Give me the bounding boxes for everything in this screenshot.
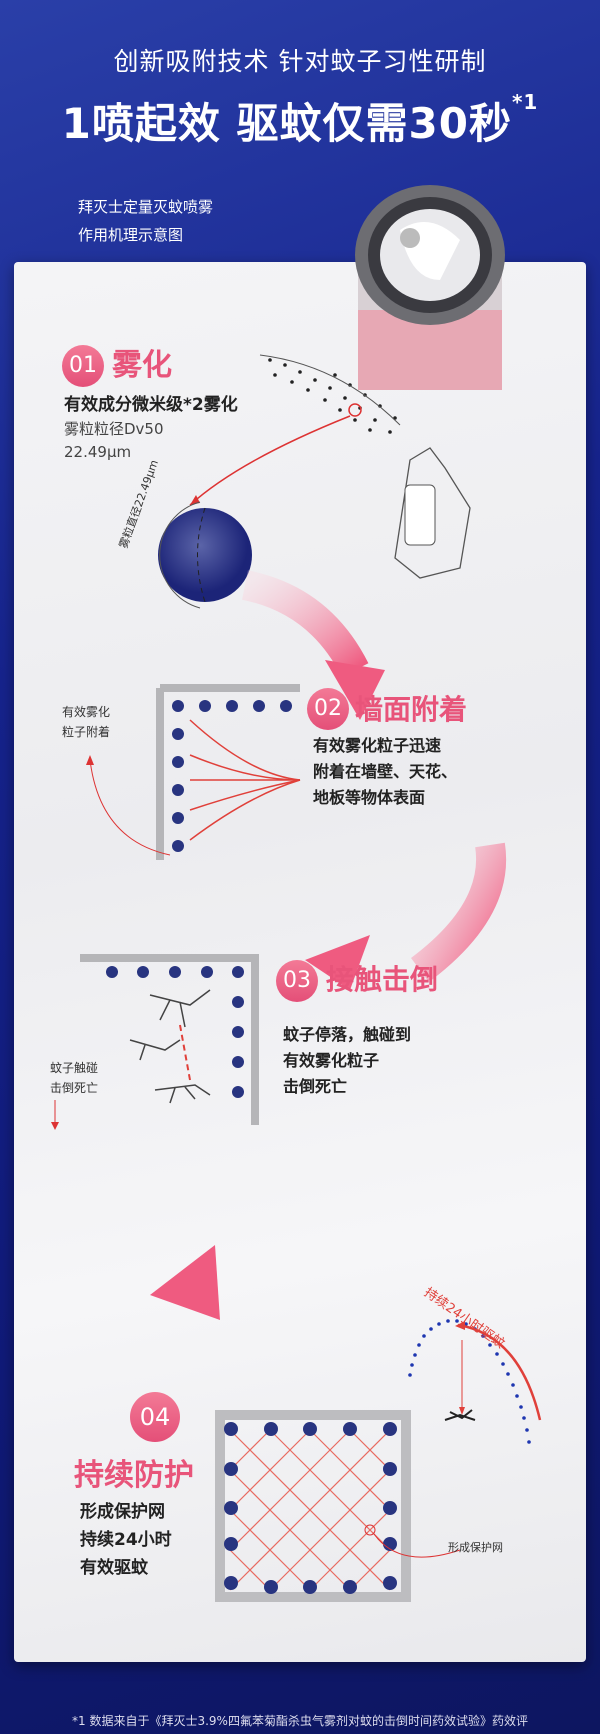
step-01-badge: 01 — [62, 345, 104, 387]
footnote-marker: *1 — [511, 90, 539, 114]
step-01-detail1: 雾粒粒径Dv50 — [64, 420, 164, 438]
step-03-title: 接触击倒 — [326, 963, 439, 996]
net-label: 形成保护网 — [448, 1541, 503, 1554]
step-02-title: 墙面附着 — [355, 693, 468, 726]
wall-attach-illustration — [86, 684, 507, 980]
spray-can-image — [355, 185, 505, 390]
main-headline-text: 1喷起效 驱蚊仅需30秒 — [61, 99, 512, 148]
label-line: 击倒死亡 — [50, 1081, 99, 1095]
label-line: 蚊子触碰 — [50, 1061, 99, 1075]
step-02-badge: 02 — [307, 688, 349, 730]
step-01-title: 雾化 — [112, 348, 172, 383]
desc-line: 蚊子停落，触碰到 — [283, 1025, 412, 1044]
knockdown-illustration — [51, 954, 259, 1130]
particle-sphere — [158, 508, 252, 602]
subtitle-line2: 作用机理示意图 — [78, 226, 184, 244]
step-04-badge: 04 — [130, 1392, 180, 1442]
protection-net-illustration — [215, 1319, 542, 1602]
subtitle-line1: 拜灭士定量灭蚊喷雾 — [78, 198, 214, 216]
step-01-detail2: 22.49μm — [64, 443, 132, 461]
step-04-desc: 形成保护网持续24小时有效驱蚊 — [80, 1498, 172, 1582]
step-03-side-label: 蚊子触碰击倒死亡 — [50, 1058, 98, 1098]
desc-line: 击倒死亡 — [283, 1077, 348, 1096]
headline: 创新吸附技术 针对蚊子习性研制 — [113, 47, 487, 76]
label-line: 粒子附着 — [62, 725, 111, 739]
desc-line: 有效驱蚊 — [80, 1558, 148, 1578]
footnote: *1 数据来自于《拜灭士3.9%四氟苯菊酯杀虫气雾剂对蚊的击倒时间药效试验》药效… — [72, 1714, 528, 1728]
atomization-illustration — [158, 354, 471, 720]
arrow-head-icon — [305, 935, 370, 990]
step-04-title: 持续防护 — [74, 1458, 194, 1493]
step-02-side-label: 有效雾化粒子附着 — [62, 702, 110, 742]
step-01-desc: 有效成分微米级*2雾化 — [64, 395, 238, 415]
step-03-badge: 03 — [276, 960, 318, 1002]
desc-line: 持续24小时 — [80, 1530, 172, 1550]
step-03-desc: 蚊子停落，触碰到有效雾化粒子击倒死亡 — [283, 1022, 411, 1100]
desc-line: 有效雾化粒子迅速 — [313, 736, 442, 755]
arrow-head-icon — [150, 1245, 220, 1320]
main-headline: 1喷起效 驱蚊仅需30秒*1 — [0, 90, 600, 151]
desc-line: 地板等物体表面 — [313, 788, 426, 807]
desc-line: 有效雾化粒子 — [283, 1051, 380, 1070]
step-02-desc: 有效雾化粒子迅速附着在墙壁、天花、地板等物体表面 — [313, 733, 457, 811]
label-line: 有效雾化 — [62, 705, 111, 719]
desc-line: 形成保护网 — [80, 1502, 165, 1522]
desc-line: 附着在墙壁、天花、 — [313, 762, 458, 781]
